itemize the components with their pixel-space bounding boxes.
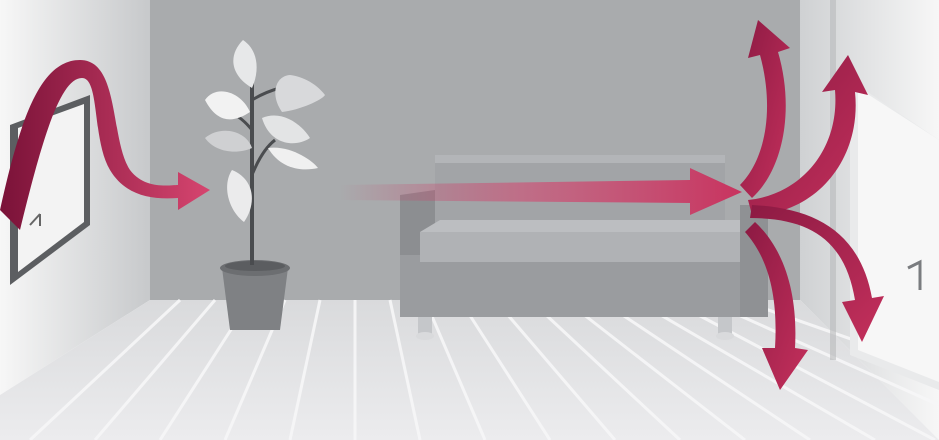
- airflow-illustration: [0, 0, 939, 440]
- room-scene: [0, 0, 939, 440]
